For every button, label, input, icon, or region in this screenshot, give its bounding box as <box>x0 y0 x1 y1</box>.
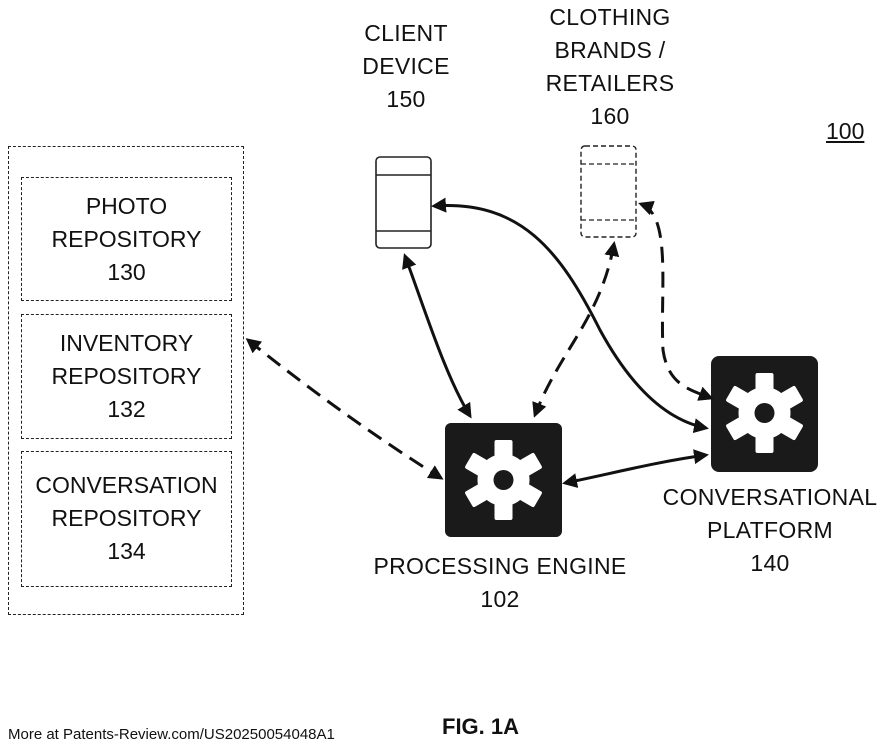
connector-brands-processing <box>535 244 614 415</box>
conversational-platform-label: CONVERSATIONAL PLATFORM 140 <box>655 481 880 580</box>
client-device-title-2: DEVICE <box>346 50 466 83</box>
processing-engine-block <box>445 423 562 537</box>
connector-brands-platform <box>641 204 711 398</box>
photo-repository-title: PHOTO <box>22 190 231 223</box>
inventory-repository-ref: 132 <box>22 393 231 426</box>
connector-client-processing <box>405 256 470 416</box>
clothing-brands-ref: 160 <box>530 100 690 133</box>
client-device-ref: 150 <box>346 83 466 116</box>
client-device-label: CLIENT DEVICE 150 <box>346 17 466 116</box>
clothing-brands-phone-icon <box>581 146 636 237</box>
conversation-repository-title: CONVERSATION <box>22 469 231 502</box>
figure-label: FIG. 1A <box>442 714 519 740</box>
conversational-platform-block <box>711 356 818 472</box>
clothing-brands-label: CLOTHING BRANDS / RETAILERS 160 <box>530 1 690 133</box>
conversational-platform-title: CONVERSATIONAL <box>655 481 880 514</box>
inventory-repository-box: INVENTORY REPOSITORY 132 <box>21 314 232 439</box>
source-note: More at Patents-Review.com/US20250054048… <box>8 726 335 743</box>
photo-repository-box: PHOTO REPOSITORY 130 <box>21 177 232 301</box>
connector-processing-platform <box>565 455 706 483</box>
photo-repository-title-2: REPOSITORY <box>22 223 231 256</box>
conversational-platform-title-2: PLATFORM <box>655 514 880 547</box>
clothing-brands-title: CLOTHING <box>530 1 690 34</box>
connector-client-platform <box>434 206 706 428</box>
conversation-repository-box: CONVERSATION REPOSITORY 134 <box>21 451 232 587</box>
conversation-repository-title-2: REPOSITORY <box>22 502 231 535</box>
processing-engine-title: PROCESSING ENGINE <box>370 550 630 583</box>
system-reference: 100 <box>826 118 864 145</box>
inventory-repository-title-2: REPOSITORY <box>22 360 231 393</box>
inventory-repository-title: INVENTORY <box>22 327 231 360</box>
conversation-repository-ref: 134 <box>22 535 231 568</box>
client-device-phone-icon <box>376 157 431 248</box>
clothing-brands-title-2: BRANDS / <box>530 34 690 67</box>
photo-repository-ref: 130 <box>22 256 231 289</box>
processing-engine-ref: 102 <box>370 583 630 616</box>
processing-engine-label: PROCESSING ENGINE 102 <box>370 550 630 616</box>
clothing-brands-title-3: RETAILERS <box>530 67 690 100</box>
conversational-platform-ref: 140 <box>655 547 880 580</box>
client-device-title: CLIENT <box>346 17 466 50</box>
connector-repositories-processing <box>248 340 441 478</box>
